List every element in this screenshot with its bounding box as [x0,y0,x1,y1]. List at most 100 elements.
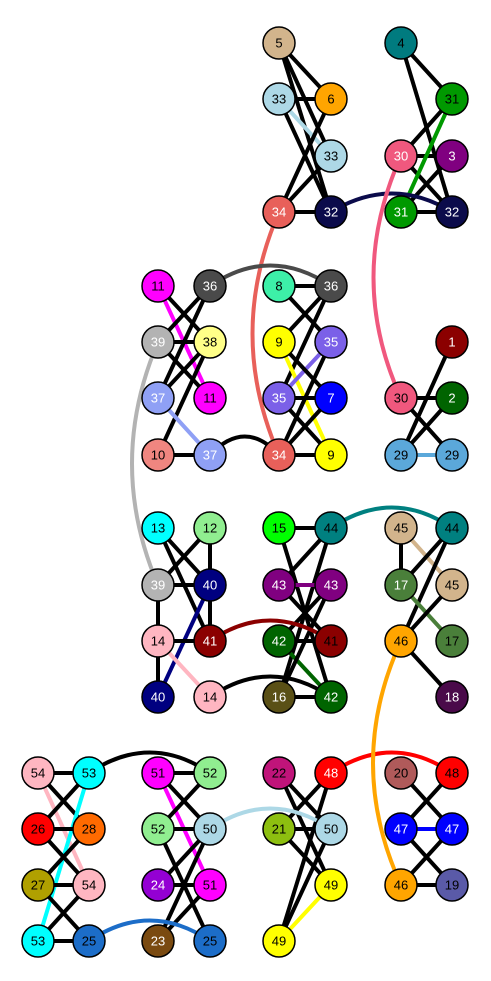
node-n42b: 42 [314,680,348,714]
node-label: 21 [272,822,286,837]
node-n46b: 46 [384,868,418,902]
node-n8: 8 [262,269,296,303]
node-circle [21,756,55,790]
node-n22: 22 [262,756,296,790]
node-label: 43 [272,578,286,593]
node-label: 47 [445,822,459,837]
node-circle [314,868,348,902]
node-circle [193,812,227,846]
node-label: 36 [324,279,338,294]
node-n30a: 30 [384,139,418,173]
node-circle [435,756,469,790]
node-circle [262,812,296,846]
node-n45a: 45 [384,511,418,545]
node-n7: 7 [314,381,348,415]
node-label: 48 [445,766,459,781]
node-label: 39 [151,578,165,593]
node-n25a: 25 [72,924,106,958]
node-circle [435,568,469,602]
node-n14a: 14 [141,624,175,658]
node-n32b: 32 [435,195,469,229]
node-n25b: 25 [193,924,227,958]
node-circle [262,756,296,790]
node-circle [435,438,469,472]
node-circle [141,568,175,602]
node-label: 50 [324,822,338,837]
node-n39b: 39 [141,568,175,602]
node-n41a: 41 [193,624,227,658]
node-n53b: 53 [21,924,55,958]
node-n17b: 17 [435,624,469,658]
node-n36b: 36 [314,269,348,303]
node-circle [384,868,418,902]
node-circle [141,381,175,415]
node-n2: 2 [435,381,469,415]
node-circle [262,381,296,415]
node-n27: 27 [21,868,55,902]
node-n9b: 9 [314,438,348,472]
node-circle [384,195,418,229]
node-n6: 6 [314,82,348,116]
node-circle [314,269,348,303]
node-circle [21,868,55,902]
edge-n39a-n39b [130,340,160,587]
edge-n50b-n49b [277,827,333,943]
node-n26: 26 [21,812,55,846]
node-circle [262,195,296,229]
node-circle [21,924,55,958]
node-label: 3 [448,149,455,164]
node-circle [435,139,469,173]
node-label: 38 [203,335,217,350]
node-circle [435,812,469,846]
node-label: 31 [445,92,459,107]
node-n42a: 42 [262,624,296,658]
node-label: 52 [151,822,165,837]
node-label: 54 [82,878,96,893]
node-circle [141,756,175,790]
node-circle [314,381,348,415]
node-label: 8 [275,279,282,294]
node-n50a: 50 [193,812,227,846]
node-n49a: 49 [314,868,348,902]
node-n52a: 52 [193,756,227,790]
node-n33b: 33 [314,139,348,173]
node-circle [262,438,296,472]
node-circle [314,568,348,602]
node-label: 42 [324,690,338,705]
node-circle [193,924,227,958]
node-n1: 1 [435,325,469,359]
node-label: 32 [445,205,459,220]
node-circle [72,812,106,846]
node-circle [193,438,227,472]
node-label: 45 [445,578,459,593]
node-label: 13 [151,521,165,536]
node-label: 19 [445,878,459,893]
node-n47b: 47 [435,812,469,846]
node-circle [141,438,175,472]
node-label: 11 [203,391,217,406]
node-circle [435,680,469,714]
node-circle [72,756,106,790]
node-circle [262,624,296,658]
node-label: 27 [31,878,45,893]
node-circle [193,568,227,602]
node-label: 17 [445,634,459,649]
node-label: 40 [203,578,217,593]
node-n41b: 41 [314,624,348,658]
node-circle [384,756,418,790]
node-n53a: 53 [72,756,106,790]
node-circle [141,924,175,958]
node-label: 45 [394,521,408,536]
node-label: 49 [272,934,286,949]
node-circle [141,868,175,902]
node-label: 51 [203,878,217,893]
node-n24: 24 [141,868,175,902]
node-circle [384,812,418,846]
node-n29a: 29 [384,438,418,472]
node-n29b: 29 [435,438,469,472]
node-label: 11 [151,279,165,294]
node-circle [384,568,418,602]
edge-n44b-n46a [399,526,454,643]
